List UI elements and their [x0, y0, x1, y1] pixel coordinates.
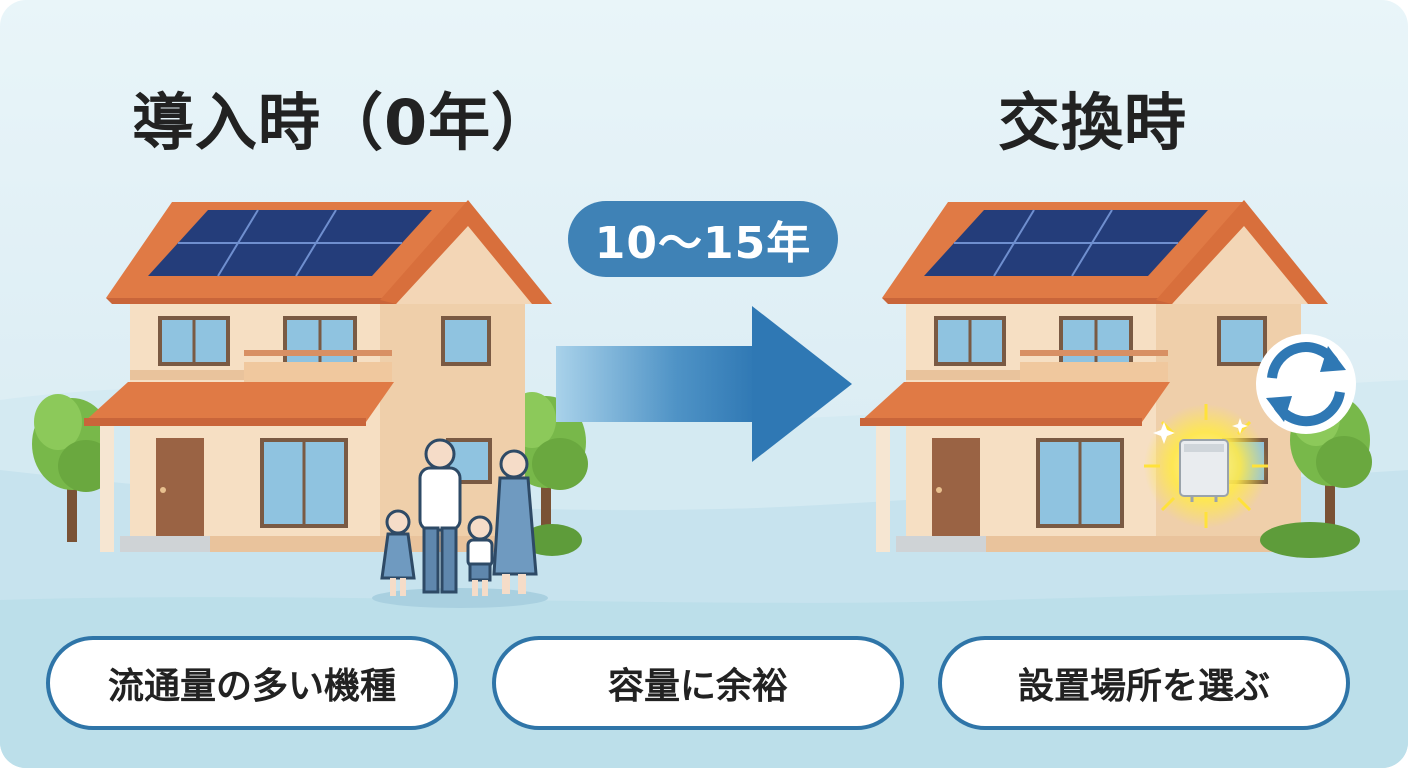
house-icon [82, 198, 554, 554]
title-before: 導入時（0年） [132, 86, 555, 159]
refresh-icon [1256, 334, 1356, 434]
sparkle-icon [1153, 418, 1248, 444]
point-pill: 容量に余裕 [492, 636, 904, 730]
title-after: 交換時 [998, 86, 1188, 159]
bush [1260, 522, 1360, 558]
arrow-right-icon [556, 306, 852, 462]
point-pill: 設置場所を選ぶ [938, 636, 1350, 730]
family-icon [372, 438, 548, 608]
period-badge: 10〜15年 [568, 201, 838, 277]
house-before [82, 198, 554, 554]
water-heater-icon [1144, 404, 1268, 528]
bush [522, 524, 582, 556]
point-pill: 流通量の多い機種 [46, 636, 458, 730]
